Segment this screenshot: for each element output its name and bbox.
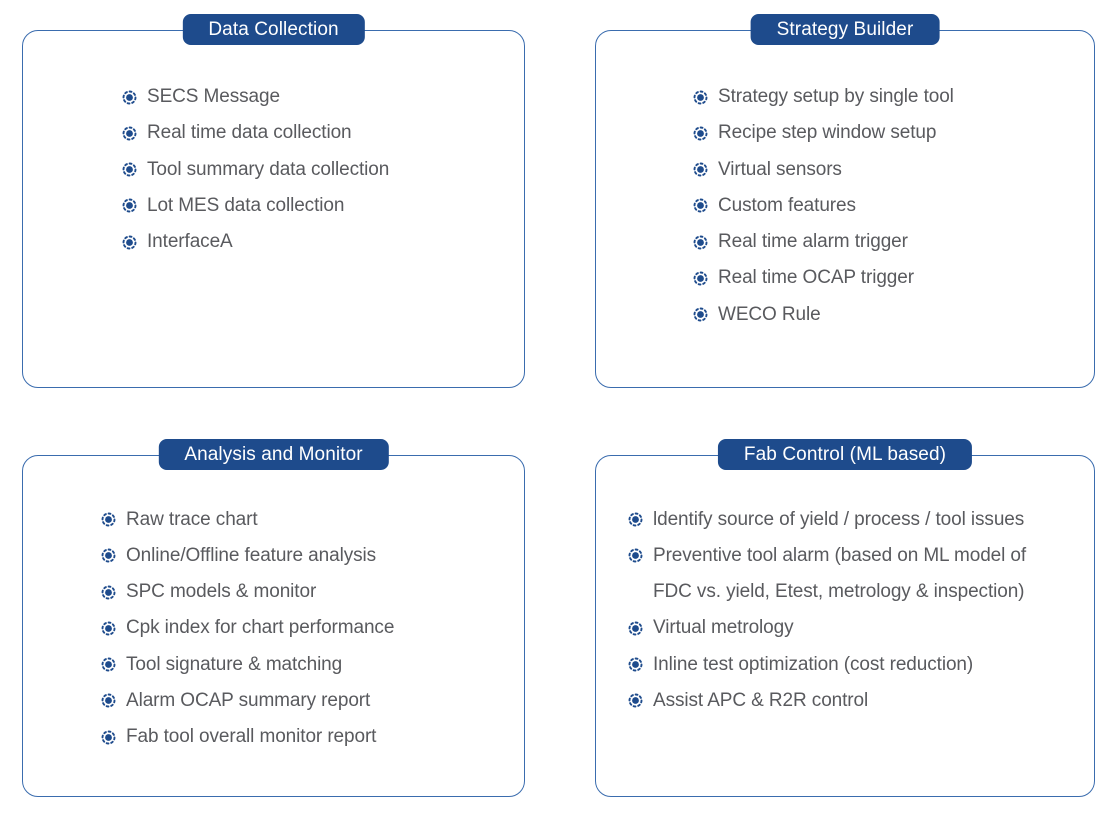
feature-item-label: Assist APC & R2R control xyxy=(653,689,869,711)
feature-item: Virtual sensors xyxy=(693,152,1094,188)
feature-item: Lot MES data collection xyxy=(122,188,524,224)
card-tab-data-collection: Data Collection xyxy=(182,14,365,45)
feature-item: Custom features xyxy=(693,188,1094,224)
feature-item: Preventive tool alarm (based on ML model… xyxy=(628,538,1094,611)
dotted-target-bullet-icon xyxy=(122,126,137,141)
feature-item: Online/Offline feature analysis xyxy=(101,538,524,574)
feature-item-label: Tool summary data collection xyxy=(147,158,390,180)
feature-item: Real time OCAP trigger xyxy=(693,260,1094,296)
dotted-target-bullet-icon xyxy=(101,621,116,636)
feature-item: Raw trace chart xyxy=(101,502,524,538)
dotted-target-bullet-icon xyxy=(628,693,643,708)
dotted-target-bullet-icon xyxy=(628,657,643,672)
feature-item-label: Tool signature & matching xyxy=(126,653,343,675)
dotted-target-bullet-icon xyxy=(101,730,116,745)
feature-item: Assist APC & R2R control xyxy=(628,683,1094,719)
feature-item-label: Recipe step window setup xyxy=(718,122,937,144)
dotted-target-bullet-icon xyxy=(122,235,137,250)
card-title: Analysis and Monitor xyxy=(184,443,363,465)
card-tab-fab-control-ml-based: Fab Control (ML based) xyxy=(717,439,973,470)
feature-item: SPC models & monitor xyxy=(101,574,524,610)
dotted-target-bullet-icon xyxy=(693,90,708,105)
feature-item-label: Preventive tool alarm (based on ML model… xyxy=(653,544,1027,603)
feature-item: Tool signature & matching xyxy=(101,647,524,683)
card-strategy-builder: Strategy Builder Strategy setup by singl… xyxy=(595,14,1095,388)
feature-item: SECS Message xyxy=(122,79,524,115)
feature-item-label: Raw trace chart xyxy=(126,508,258,530)
dotted-target-bullet-icon xyxy=(693,126,708,141)
feature-item-label: Custom features xyxy=(718,194,856,216)
card-tab-strategy-builder: Strategy Builder xyxy=(750,14,940,45)
dotted-target-bullet-icon xyxy=(101,657,116,672)
card-tab-analysis-and-monitor: Analysis and Monitor xyxy=(158,439,389,470)
feature-item-label: Virtual sensors xyxy=(718,158,842,180)
dotted-target-bullet-icon xyxy=(101,548,116,563)
dotted-target-bullet-icon xyxy=(101,512,116,527)
feature-list-fab-control-ml-based: ldentify source of yield / process / too… xyxy=(628,502,1094,720)
dotted-target-bullet-icon xyxy=(628,621,643,636)
dotted-target-bullet-icon xyxy=(693,162,708,177)
feature-list-data-collection: SECS Message Real time data collection T… xyxy=(122,79,524,260)
feature-item-label: Real time data collection xyxy=(147,122,352,144)
feature-item-label: Cpk index for chart performance xyxy=(126,617,395,639)
feature-item-label: Inline test optimization (cost reduction… xyxy=(653,653,974,675)
feature-item-label: Strategy setup by single tool xyxy=(718,86,954,107)
dotted-target-bullet-icon xyxy=(101,693,116,708)
feature-item: Real time data collection xyxy=(122,115,524,151)
feature-item: Inline test optimization (cost reduction… xyxy=(628,647,1094,683)
dotted-target-bullet-icon xyxy=(628,548,643,563)
feature-item: Alarm OCAP summary report xyxy=(101,683,524,719)
feature-item-label: ldentify source of yield / process / too… xyxy=(653,508,1025,530)
card-title: Strategy Builder xyxy=(776,18,914,40)
feature-item: Real time alarm trigger xyxy=(693,224,1094,260)
dotted-target-bullet-icon xyxy=(693,307,708,322)
feature-item: Strategy setup by single tool xyxy=(693,79,1094,115)
feature-item-label: Lot MES data collection xyxy=(147,194,345,216)
dotted-target-bullet-icon xyxy=(122,198,137,213)
feature-item-label: InterfaceA xyxy=(147,231,233,253)
feature-item-label: Virtual metrology xyxy=(653,617,794,639)
feature-item-label: Real time OCAP trigger xyxy=(718,267,914,289)
card-data-collection: Data Collection SECS Message Real time d… xyxy=(22,14,525,388)
card-title: Fab Control (ML based) xyxy=(743,443,947,465)
feature-item: Virtual metrology xyxy=(628,610,1094,646)
feature-item: Cpk index for chart performance xyxy=(101,610,524,646)
feature-item-label: SECS Message xyxy=(147,86,280,107)
feature-item: WECO Rule xyxy=(693,297,1094,333)
feature-item: Tool summary data collection xyxy=(122,152,524,188)
card-analysis-and-monitor: Analysis and Monitor Raw trace chart Onl… xyxy=(22,439,525,797)
dotted-target-bullet-icon xyxy=(122,162,137,177)
dotted-target-bullet-icon xyxy=(693,198,708,213)
feature-item-label: Alarm OCAP summary report xyxy=(126,689,371,711)
dotted-target-bullet-icon xyxy=(693,235,708,250)
dotted-target-bullet-icon xyxy=(122,90,137,105)
feature-item: Fab tool overall monitor report xyxy=(101,719,524,755)
feature-item-label: Online/Offline feature analysis xyxy=(126,544,377,566)
feature-list-strategy-builder: Strategy setup by single tool Recipe ste… xyxy=(693,79,1094,333)
feature-item: Recipe step window setup xyxy=(693,115,1094,151)
dotted-target-bullet-icon xyxy=(628,512,643,527)
dotted-target-bullet-icon xyxy=(101,585,116,600)
feature-item-label: WECO Rule xyxy=(718,303,821,325)
feature-item-label: Fab tool overall monitor report xyxy=(126,726,377,748)
card-fab-control-ml-based: Fab Control (ML based) ldentify source o… xyxy=(595,439,1095,797)
feature-item-label: SPC models & monitor xyxy=(126,581,317,603)
feature-list-analysis-and-monitor: Raw trace chart Online/Offline feature a… xyxy=(101,502,524,756)
feature-item-label: Real time alarm trigger xyxy=(718,231,908,253)
dotted-target-bullet-icon xyxy=(693,271,708,286)
feature-item: InterfaceA xyxy=(122,224,524,260)
card-title: Data Collection xyxy=(208,18,339,40)
feature-item: ldentify source of yield / process / too… xyxy=(628,502,1094,538)
